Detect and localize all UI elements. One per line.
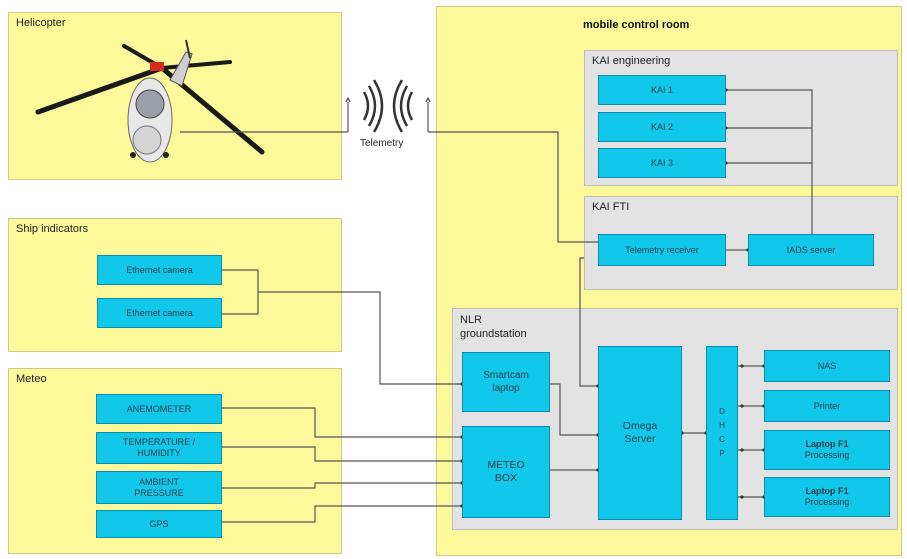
iads-server-node: IADS server <box>748 234 874 266</box>
ambient-pressure-line2: PRESSURE <box>134 487 184 498</box>
helicopter-panel-title: Helicopter <box>16 17 66 29</box>
ambient-pressure-line1: AMBIENT <box>138 476 179 487</box>
laptop-processing-node-2: Laptop F1 Processing <box>764 477 890 517</box>
printer-node: Printer <box>764 390 890 422</box>
mobile-control-room-title: mobile control room <box>583 19 690 31</box>
anemometer-node: ANEMOMETER <box>96 394 222 424</box>
meteo-box-line1: METEO <box>487 459 525 471</box>
meteo-panel-title: Meteo <box>16 373 47 385</box>
meteo-box-line2: BOX <box>494 472 518 484</box>
laptop-processing-1-line2: Processing <box>804 450 850 460</box>
dhcp-node: D H C P <box>706 346 738 520</box>
dhcp-letter: H <box>719 421 725 430</box>
ethernet-camera-node-1: Ethernet camera <box>97 255 222 285</box>
smartcam-laptop-line1: Smartcam <box>483 370 529 381</box>
dhcp-letter: C <box>719 435 725 444</box>
omega-server-line2: Server <box>624 433 656 445</box>
helicopter-panel: Helicopter <box>8 12 342 180</box>
smartcam-laptop-line2: laptop <box>492 383 520 394</box>
smartcam-laptop-node: Smartcam laptop <box>462 352 550 412</box>
kai-fti-title: KAI FTI <box>592 201 630 213</box>
laptop-processing-2-line1: Laptop F1 <box>805 486 849 496</box>
omega-server-line1: Omega <box>622 420 658 432</box>
temperature-humidity-node: TEMPERATURE / HUMIDITY <box>96 432 222 464</box>
temperature-humidity-line1: TEMPERATURE / <box>122 437 196 447</box>
telemetry-label: Telemetry <box>360 138 404 149</box>
dhcp-letter: D <box>719 407 725 416</box>
ship-indicators-panel: Ship indicators <box>8 218 342 352</box>
nas-node: NAS <box>764 350 890 382</box>
antenna-icon <box>345 79 431 133</box>
kai-3-node: KAI 3 <box>598 148 726 178</box>
laptop-processing-1-line1: Laptop F1 <box>805 439 849 449</box>
gps-node: GPS <box>96 510 222 538</box>
telemetry-receiver-node: Telemetry receiver <box>598 234 726 266</box>
nlr-groundstation-title: NLR groundstation <box>460 314 527 340</box>
ambient-pressure-node: AMBIENT PRESSURE <box>96 471 222 504</box>
omega-server-node: Omega Server <box>598 346 682 520</box>
helicopter-icon <box>35 39 265 163</box>
laptop-processing-node-1: Laptop F1 Processing <box>764 430 890 470</box>
temperature-humidity-line2: HUMIDITY <box>137 448 181 458</box>
kai-2-node: KAI 2 <box>598 112 726 142</box>
ship-indicators-panel-title: Ship indicators <box>16 223 89 235</box>
laptop-processing-2-line2: Processing <box>804 497 850 507</box>
ethernet-camera-node-2: Ethernet camera <box>97 298 222 328</box>
dhcp-letter: P <box>719 449 725 458</box>
kai-engineering-title: KAI engineering <box>592 55 671 67</box>
kai-1-node: KAI 1 <box>598 75 726 105</box>
meteo-box-node: METEO BOX <box>462 426 550 518</box>
